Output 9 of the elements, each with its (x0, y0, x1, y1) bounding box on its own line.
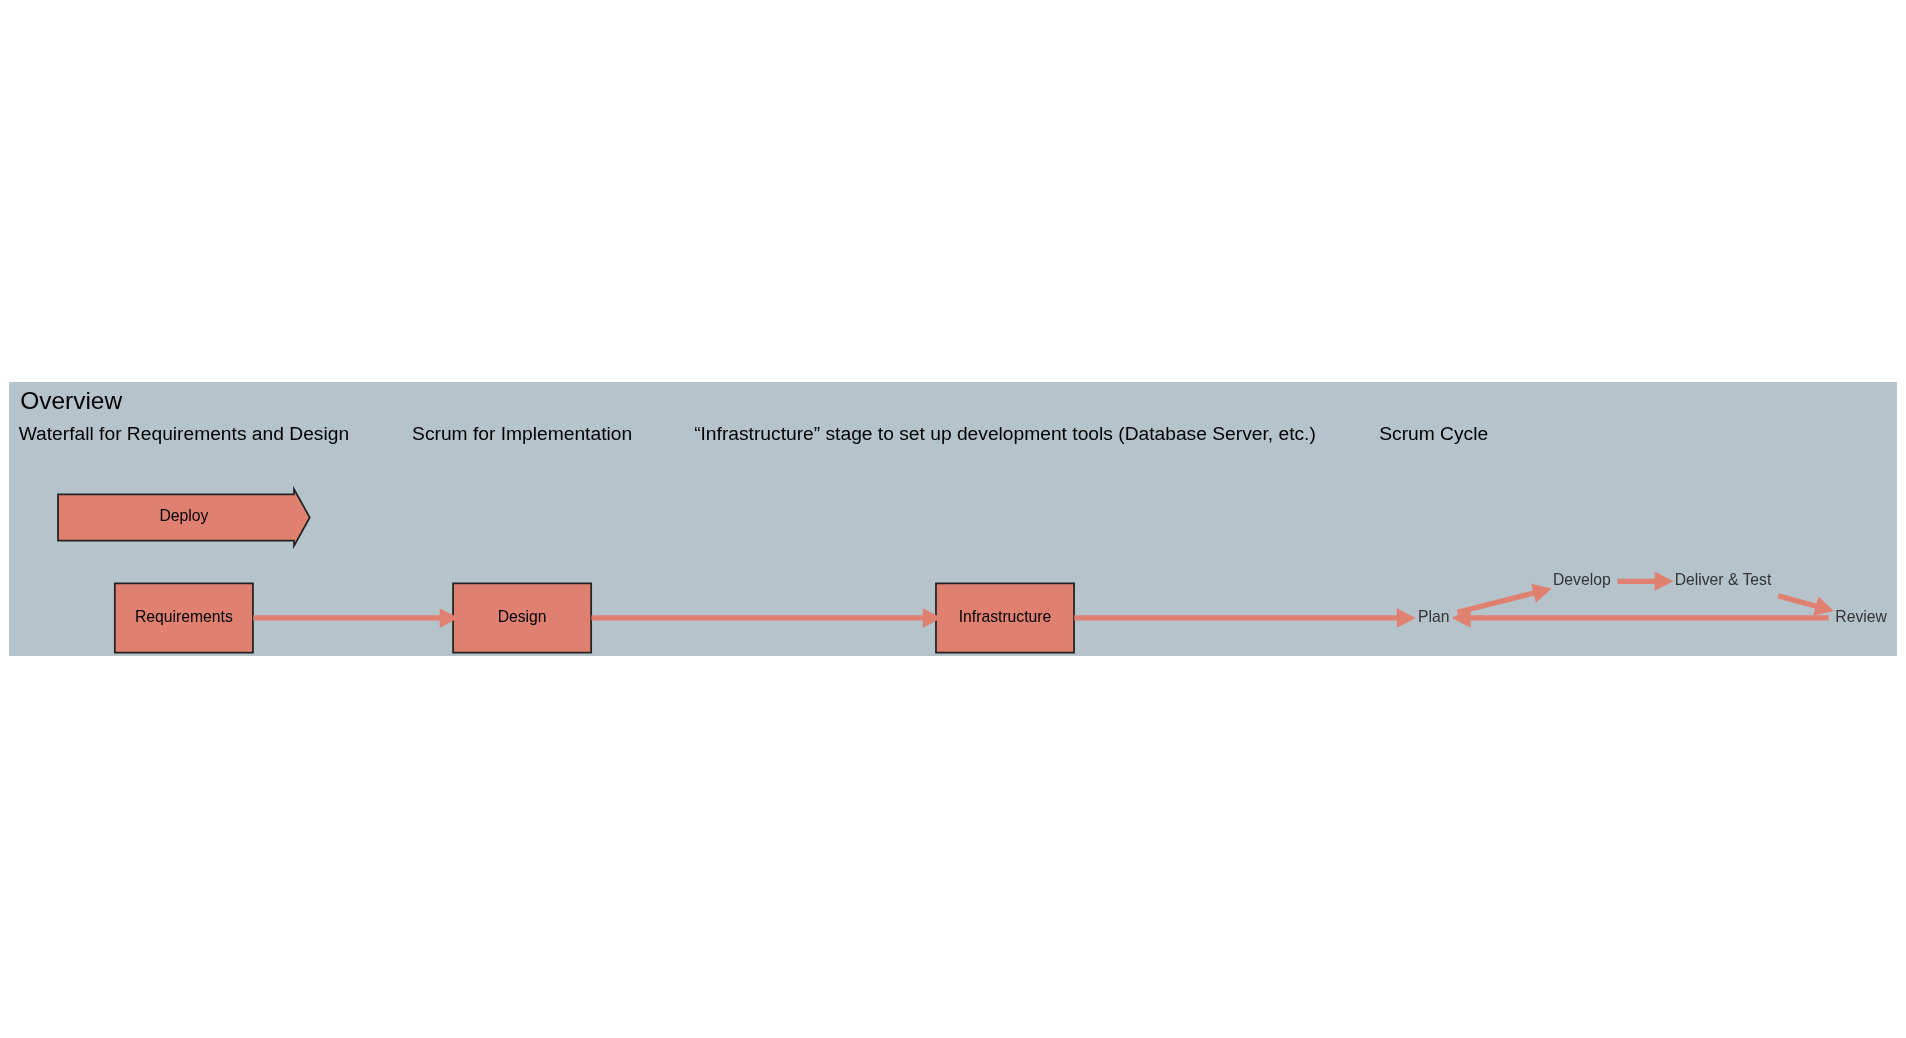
node-text: Develop (1553, 571, 1611, 589)
node-text: Review (1835, 607, 1887, 625)
label: Waterfall for Requirements and Design (18, 423, 350, 445)
label: Scrum Cycle (1379, 423, 1489, 445)
node-text: Plan (1417, 607, 1450, 625)
diagram-title: Overview (20, 386, 123, 414)
label: “Infrastructure” stage to set up development tools (Database Server, etc.) (694, 423, 1316, 445)
node-text: Deliver & Test (1674, 571, 1772, 589)
label: Scrum for Implementation (412, 423, 633, 445)
